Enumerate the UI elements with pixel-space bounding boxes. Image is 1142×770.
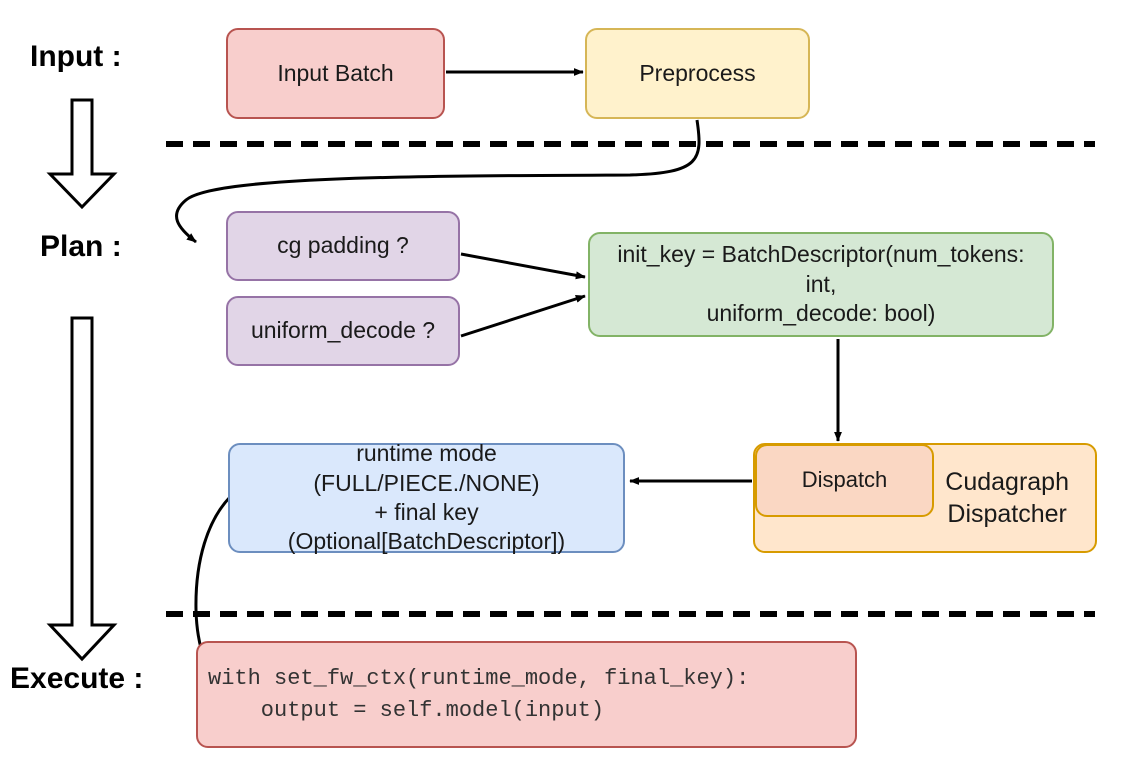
node-cudagraph-dispatcher-label: Cudagraph Dispatcher xyxy=(945,466,1069,530)
node-exec-code[interactable]: with set_fw_ctx(runtime_mode, final_key)… xyxy=(196,641,857,748)
connector-uniform-decode-to-init-key xyxy=(460,294,586,338)
node-runtime-mode-line2: + final key (Optional[BatchDescriptor]) xyxy=(287,499,566,555)
connector-cg-padding-to-init-key xyxy=(460,252,586,280)
node-cg-padding[interactable]: cg padding ? xyxy=(226,211,460,281)
node-cg-padding-label: cg padding ? xyxy=(277,232,409,259)
node-init-key-line2: uniform_decode: bool) xyxy=(706,300,936,327)
stage-label-input: Input : xyxy=(30,40,122,73)
stage-label-execute: Execute : xyxy=(10,662,144,695)
node-dispatch[interactable]: Dispatch xyxy=(755,444,934,517)
node-preprocess-label: Preprocess xyxy=(639,59,756,86)
node-runtime-mode-line1: runtime mode (FULL/PIECE./NONE) xyxy=(313,440,540,496)
node-exec-code-line2: output = self.model(input) xyxy=(208,697,605,723)
node-init-key-line1: init_key = BatchDescriptor(num_tokens: i… xyxy=(617,241,1025,297)
node-runtime-mode[interactable]: runtime mode (FULL/PIECE./NONE) + final … xyxy=(228,440,625,554)
node-preprocess[interactable]: Preprocess xyxy=(585,28,810,119)
node-cudagraph-dispatcher-line1: Cudagraph xyxy=(945,468,1069,496)
node-cudagraph-dispatcher-line2: Dispatcher xyxy=(947,500,1067,528)
node-uniform-decode[interactable]: uniform_decode ? xyxy=(226,296,460,366)
node-exec-code-line1: with set_fw_ctx(runtime_mode, final_key)… xyxy=(208,665,750,691)
node-input-batch[interactable]: Input Batch xyxy=(226,28,445,119)
node-init-key[interactable]: init_key = BatchDescriptor(num_tokens: i… xyxy=(588,232,1054,337)
node-exec-code-label: with set_fw_ctx(runtime_mode, final_key)… xyxy=(208,663,749,727)
node-uniform-decode-label: uniform_decode ? xyxy=(250,317,436,344)
node-input-batch-label: Input Batch xyxy=(277,59,394,86)
node-dispatch-label: Dispatch xyxy=(801,467,888,493)
flow-arrow-input-to-plan xyxy=(46,98,118,210)
node-init-key-label: init_key = BatchDescriptor(num_tokens: i… xyxy=(600,240,1042,328)
stage-label-plan: Plan : xyxy=(40,230,122,263)
flow-arrow-plan-to-execute xyxy=(46,316,118,662)
node-runtime-mode-label: runtime mode (FULL/PIECE./NONE) + final … xyxy=(240,439,613,557)
